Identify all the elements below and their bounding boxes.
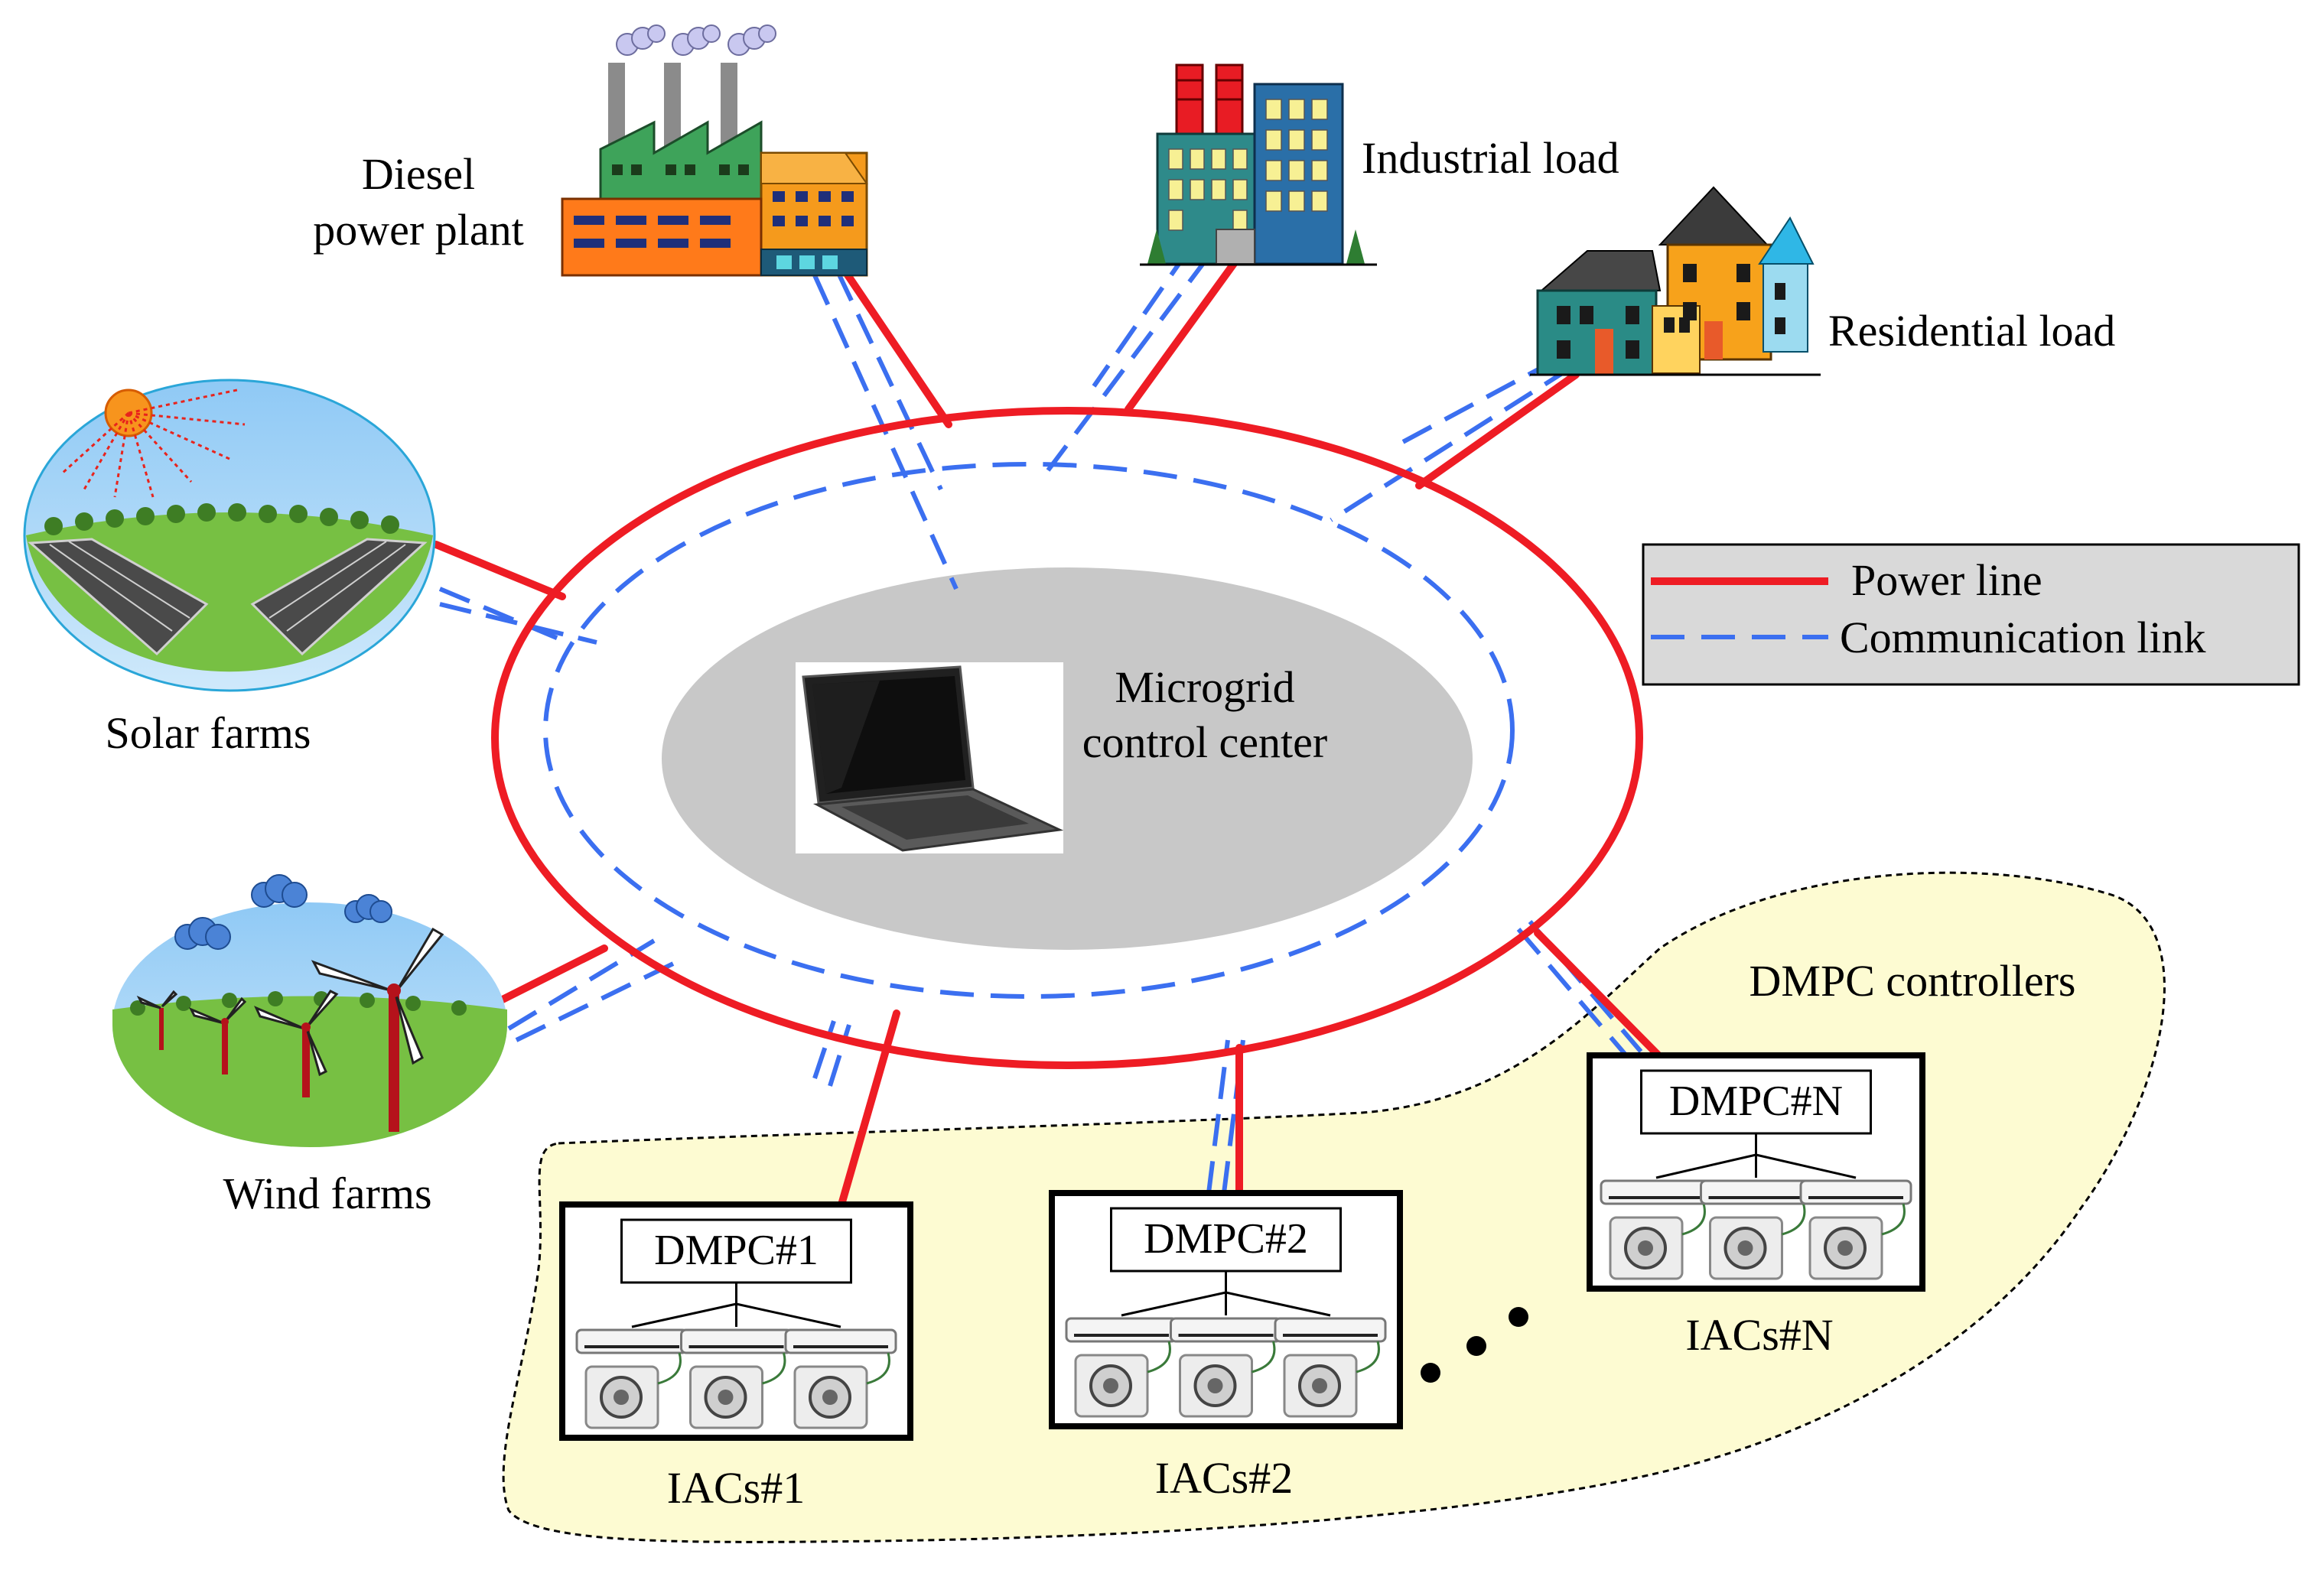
solar-farm-icon [23,379,436,692]
dmpc-name: DMPC#2 [1144,1215,1308,1263]
power-ring [491,407,1643,1069]
power-spokes [432,252,1662,1208]
air-conditioner-icon [784,1328,897,1429]
iac-group-label: IACs#2 [1155,1453,1293,1503]
air-conditioner-icon [1274,1317,1387,1418]
control-center-area [662,567,1473,950]
legend-box [1642,543,2300,686]
wind-label: Wind farms [223,1169,431,1218]
air-conditioner-icon [1799,1179,1912,1280]
center-label-line1: Microgrid [1115,662,1294,712]
dmpc-label-box [1110,1207,1342,1273]
diesel-plant-icon [561,24,868,277]
iac-group-label: IACs#1 [667,1463,805,1513]
dmpc-name: DMPC#N [1669,1078,1843,1125]
air-conditioner-icon [680,1328,793,1429]
solar-label: Solar farms [106,708,311,758]
diesel-label-line1: Diesel [362,149,475,199]
air-conditioner-icon [1170,1317,1282,1418]
center-label-line2: control center [1082,717,1327,767]
dmpc-name: DMPC#1 [654,1227,819,1274]
residential-label: Residential load [1828,306,2115,356]
air-conditioner-icon [575,1328,688,1429]
air-conditioner-icon [1700,1179,1812,1280]
legend-comm-label: Communication link [1840,613,2205,662]
dmpc-group-3: DMPC#N IACs#N [1587,1052,1925,1360]
legend: Power line Communication link [1642,543,2300,686]
dmpc-label-box [1640,1069,1872,1135]
industrial-load-icon [1140,63,1377,266]
legend-power-label: Power line [1851,555,2042,605]
wind-farm-icon [112,874,507,1147]
comm-ring [543,462,1515,999]
iac-group-label: IACs#N [1685,1310,1833,1360]
laptop-icon [796,662,1064,853]
air-conditioner-icon [1600,1179,1713,1280]
dmpc-label-box [620,1218,852,1284]
dmpc-region-label: DMPC controllers [1750,956,2076,1006]
industrial-label: Industrial load [1362,133,1619,183]
comm-spokes [438,247,1643,1194]
residential-load-icon [1530,186,1821,376]
ellipsis-dots [1421,1307,1528,1383]
diesel-label-line2: power plant [313,205,523,255]
